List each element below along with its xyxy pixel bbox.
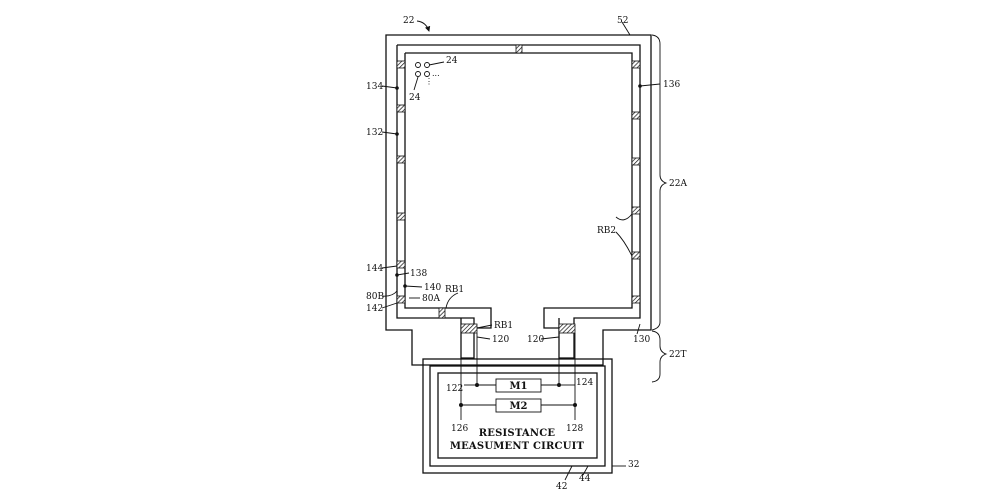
label-24-b: 24 <box>409 93 421 103</box>
label-24-a: 24 <box>446 56 458 66</box>
pixel-dot <box>424 71 430 77</box>
resistor-m2-label: M2 <box>509 401 527 412</box>
border-trace-outer-left <box>396 45 475 359</box>
label-44: 44 <box>579 474 591 484</box>
resistor-m1 <box>495 378 542 393</box>
label-22: 22 <box>403 16 414 26</box>
pad-top <box>515 44 523 54</box>
label-80B: 80B <box>366 292 384 302</box>
pixel-dot <box>415 62 421 68</box>
pad-right <box>631 206 641 215</box>
label-122: 122 <box>446 384 463 394</box>
label-132: 132 <box>366 128 383 138</box>
pad-right <box>631 251 641 260</box>
circuit-title-line1: RESISTANCE <box>479 428 556 439</box>
label-80A: 80A <box>422 294 440 304</box>
label-120-left: 120 <box>492 335 509 345</box>
label-144: 144 <box>366 264 383 274</box>
label-124: 124 <box>576 378 593 388</box>
label-140: 140 <box>424 283 441 293</box>
label-136: 136 <box>663 80 680 90</box>
display-outline <box>385 34 652 366</box>
ellipsis-dots-vertical: ⋮ <box>425 77 433 86</box>
circuit-box-32 <box>422 358 613 474</box>
pad-tail-left <box>460 323 478 334</box>
border-trace-outer <box>397 44 641 359</box>
label-32: 32 <box>628 460 639 470</box>
pixel-dot <box>415 71 421 77</box>
circuit-title-line2: MEASUMENT CIRCUIT <box>450 441 585 452</box>
active-area <box>404 52 633 329</box>
label-52: 52 <box>617 16 628 26</box>
pad-left <box>396 295 406 304</box>
label-22T: 22T <box>669 350 686 360</box>
label-RB1-top: RB1 <box>445 285 464 295</box>
label-22A: 22A <box>669 179 687 189</box>
pad-right <box>631 295 641 304</box>
label-130: 130 <box>633 335 650 345</box>
label-126: 126 <box>451 424 468 434</box>
pad-left <box>396 212 406 221</box>
pixel-dot <box>424 62 430 68</box>
label-138: 138 <box>410 269 427 279</box>
pad-right <box>631 60 641 69</box>
resistor-m1-label: M1 <box>509 381 527 392</box>
pad-right <box>631 157 641 166</box>
circuit-box-42 <box>437 372 598 459</box>
bracket-22T <box>651 330 668 383</box>
pad-left <box>396 155 406 164</box>
label-128: 128 <box>566 424 583 434</box>
label-142: 142 <box>366 304 383 314</box>
pad-left <box>396 104 406 113</box>
label-42: 42 <box>556 482 567 492</box>
label-134: 134 <box>366 82 383 92</box>
label-RB2: RB2 <box>597 226 616 236</box>
pad-right <box>631 111 641 120</box>
ellipsis-dots: ... <box>432 69 440 78</box>
pad-bottom-rb1 <box>438 307 446 319</box>
pad-tail-right <box>558 323 576 334</box>
circuit-box-44 <box>429 365 606 467</box>
pad-left <box>396 60 406 69</box>
label-RB1-pad: RB1 <box>494 321 513 331</box>
resistor-m2 <box>495 398 542 413</box>
label-120-right: 120 <box>527 335 544 345</box>
pad-left <box>396 260 406 269</box>
bracket-22A <box>651 34 668 331</box>
